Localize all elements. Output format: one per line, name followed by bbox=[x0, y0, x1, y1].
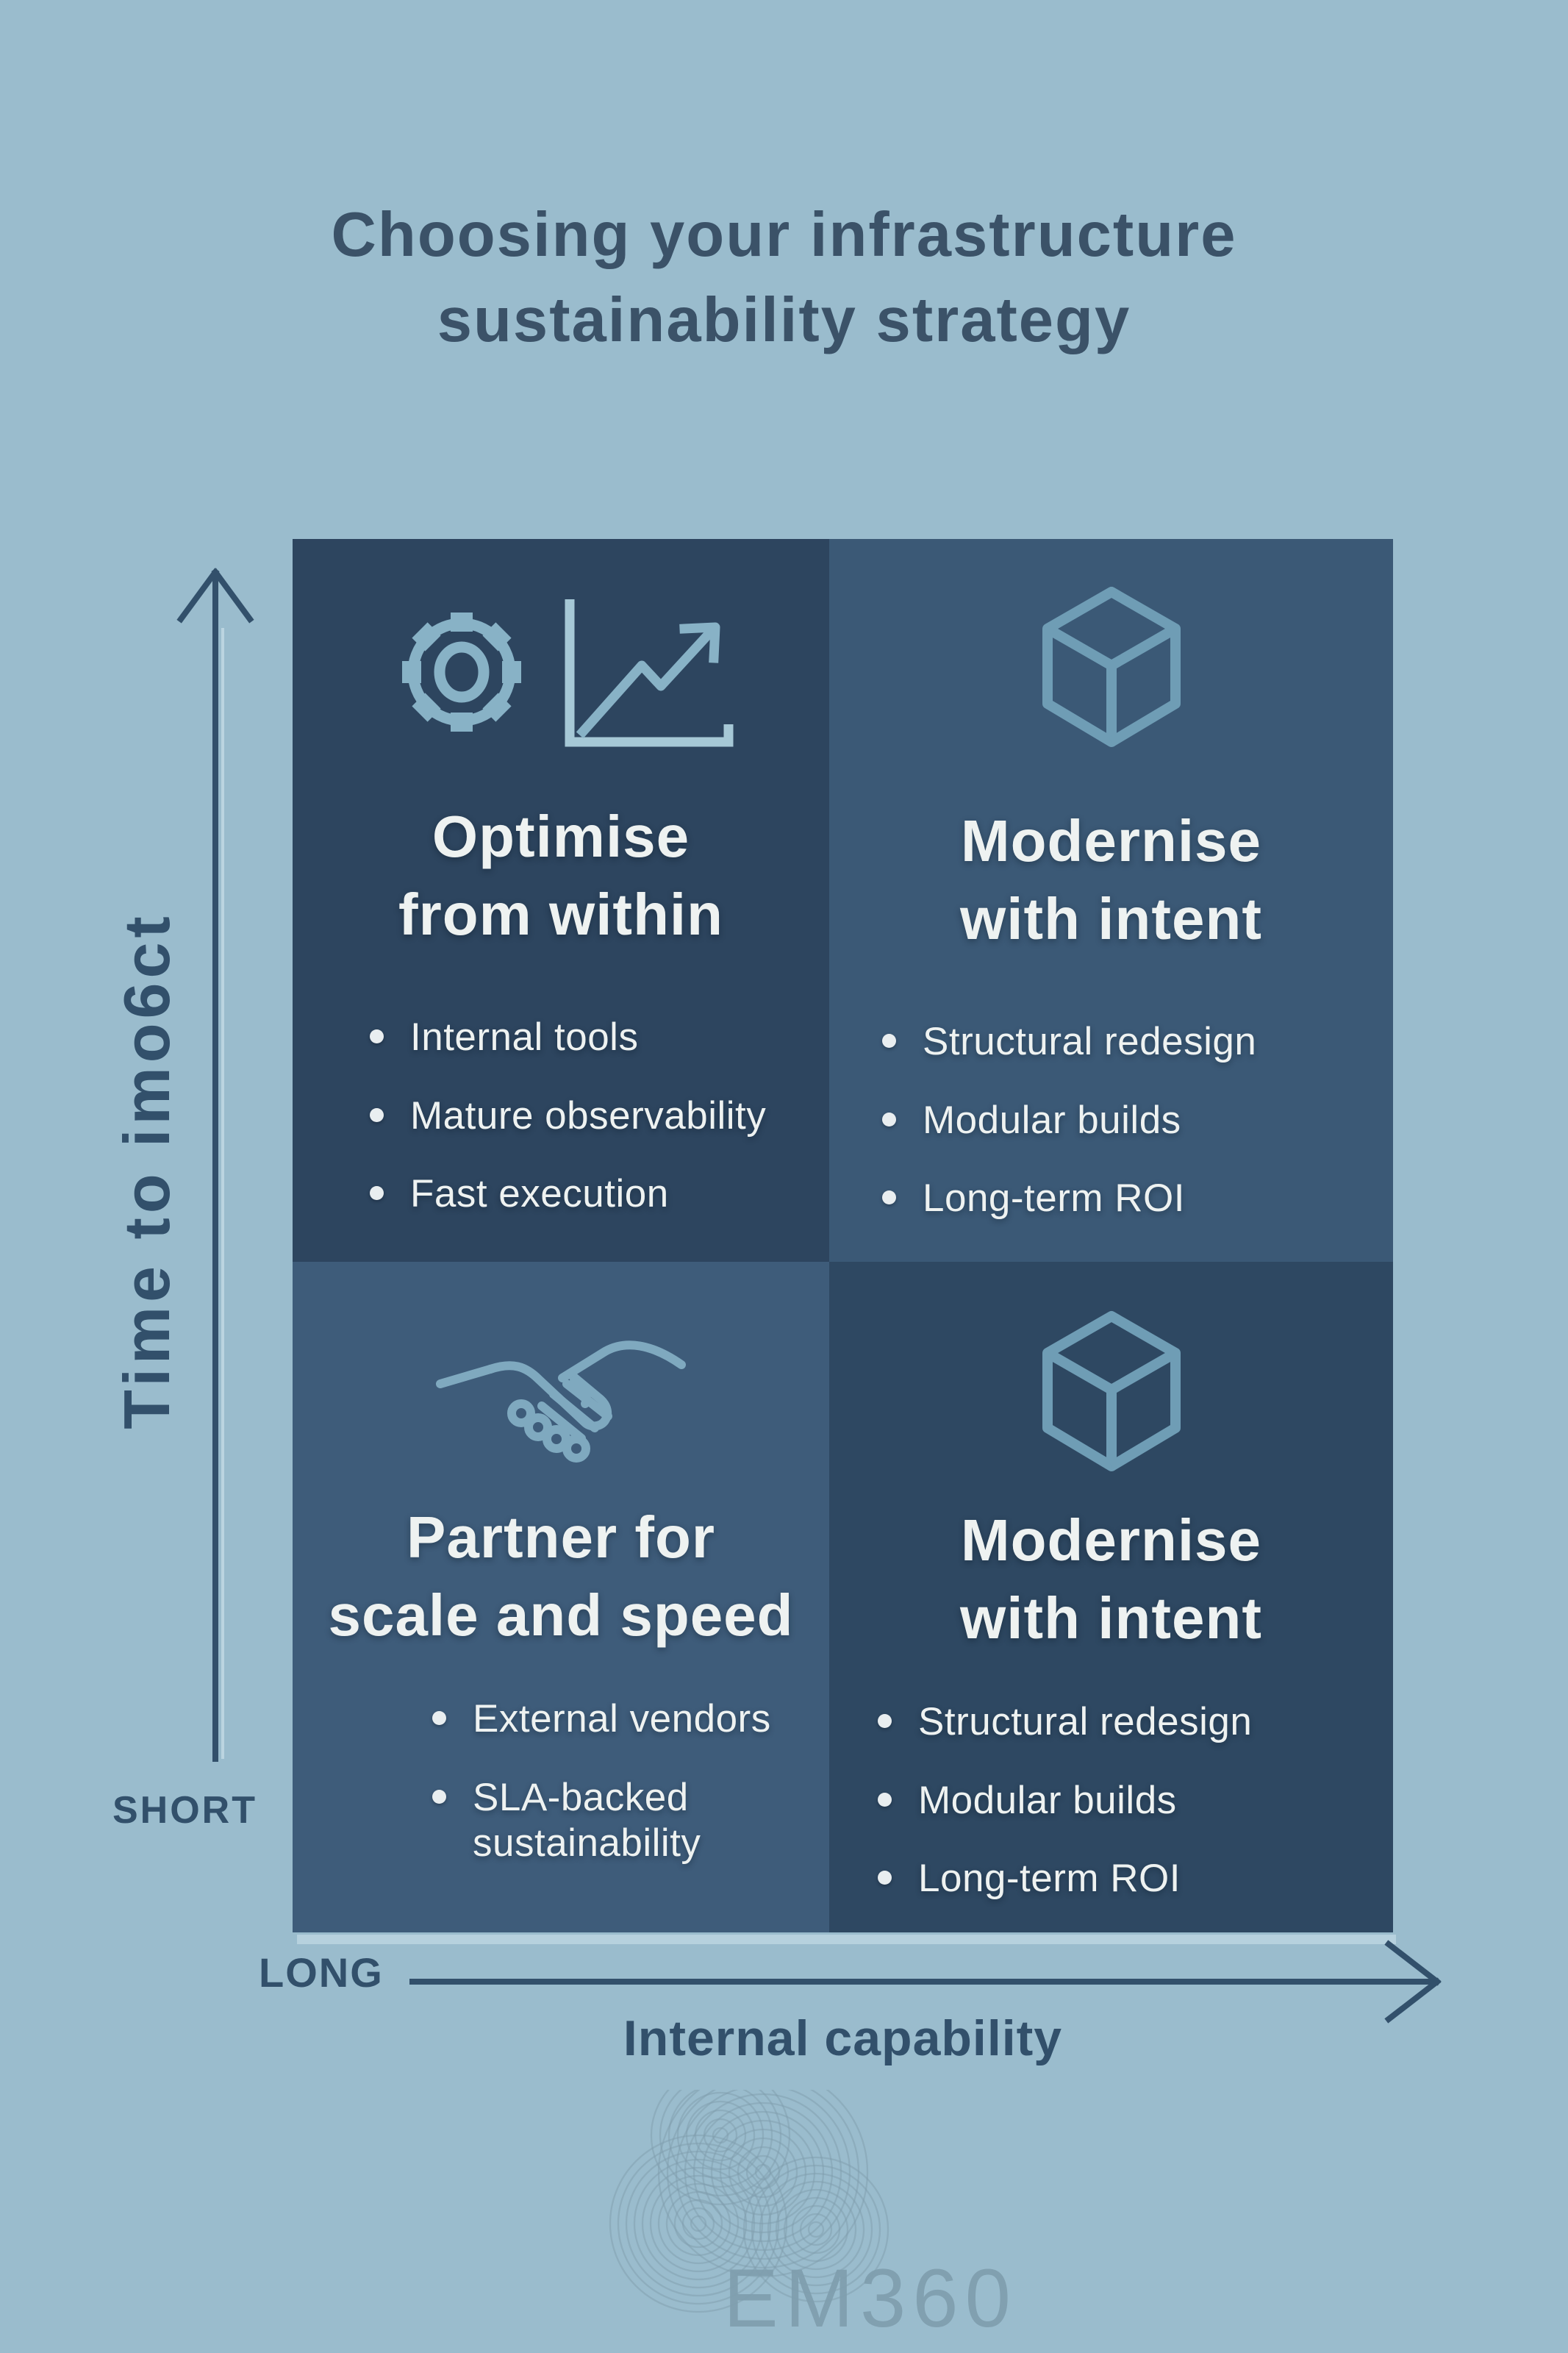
page-title-line-2: sustainability strategy bbox=[437, 285, 1131, 355]
bullet-item: Long-term ROI bbox=[878, 1856, 1393, 1902]
quadrant-icon-row bbox=[383, 590, 739, 754]
bullet-item: SLA-backed sustainability bbox=[432, 1775, 829, 1867]
bullet-dot-icon bbox=[370, 1107, 384, 1122]
quadrant-heading-line-2: from within bbox=[398, 881, 724, 947]
y-axis-short-label: SHORT bbox=[112, 1789, 257, 1832]
growth-chart-icon bbox=[565, 599, 734, 747]
bullet-item: Fast execution bbox=[370, 1171, 829, 1218]
bullet-dot-icon bbox=[370, 1029, 384, 1044]
quadrant-icon-row bbox=[436, 1316, 686, 1479]
page-title: Choosing your infrastructure sustainabil… bbox=[0, 193, 1568, 363]
bullet-list: Internal tools Mature observability Fast… bbox=[293, 1015, 829, 1250]
quadrant-heading: Optimise from within bbox=[398, 798, 723, 953]
quadrant-modernise-with-intent-top: Modernise with intent Structural redesig… bbox=[829, 539, 1393, 1262]
quadrant-icon-row bbox=[1028, 587, 1195, 758]
quadrant-heading-line-2: with intent bbox=[960, 885, 1262, 951]
bullet-label: External vendors bbox=[473, 1697, 771, 1741]
quadrant-optimise-from-within: Optimise from within Internal tools Matu… bbox=[293, 539, 829, 1262]
quadrant-heading-line-1: Modernise bbox=[960, 1507, 1262, 1573]
bullet-item: Structural redesign bbox=[878, 1699, 1393, 1746]
bullet-item: Modular builds bbox=[878, 1778, 1393, 1824]
bullet-dot-icon bbox=[432, 1789, 446, 1804]
x-axis-label: Internal capability bbox=[623, 2010, 1063, 2066]
quadrant-icon-row bbox=[1028, 1311, 1195, 1482]
bullet-label: SLA-backed sustainability bbox=[473, 1775, 701, 1865]
bullet-list: Structural redesign Modular builds Long-… bbox=[829, 1019, 1393, 1254]
bullet-item: Modular builds bbox=[882, 1098, 1393, 1144]
quadrant-heading-line-1: Modernise bbox=[960, 808, 1262, 874]
bullet-dot-icon bbox=[878, 1871, 892, 1885]
bullet-dot-icon bbox=[882, 1034, 896, 1049]
bullet-label: Structural redesign bbox=[923, 1020, 1257, 1064]
quadrant-grid: Optimise from within Internal tools Matu… bbox=[293, 539, 1396, 1944]
gear-icon bbox=[402, 613, 521, 732]
bullet-item: External vendors bbox=[432, 1696, 829, 1743]
y-axis-arrow bbox=[176, 568, 254, 1762]
bullet-item: Internal tools bbox=[370, 1015, 829, 1061]
quadrant-heading-line-1: Optimise bbox=[432, 804, 690, 869]
bullet-dot-icon bbox=[882, 1112, 896, 1126]
quadrant-heading-line-1: Partner for bbox=[407, 1504, 715, 1570]
bullet-dot-icon bbox=[878, 1714, 892, 1729]
quadrant-heading: Partner for scale and speed bbox=[328, 1499, 793, 1654]
cube-icon bbox=[1042, 1311, 1181, 1471]
x-axis-arrow bbox=[409, 1940, 1442, 2024]
bullet-label: Internal tools bbox=[410, 1015, 639, 1060]
quadrant-modernise-with-intent-bottom: Modernise with intent Structural redesig… bbox=[829, 1262, 1393, 1932]
bullet-dot-icon bbox=[370, 1186, 384, 1201]
bullet-label: Fast execution bbox=[410, 1172, 669, 1216]
bullet-label: Structural redesign bbox=[918, 1700, 1253, 1744]
em360-logo: EM360 bbox=[609, 2090, 1017, 2344]
bullet-label: Long-term ROI bbox=[923, 1176, 1186, 1221]
handshake-icon bbox=[436, 1340, 686, 1463]
bullet-label: Mature observability bbox=[410, 1093, 767, 1138]
x-axis-long-label: LONG bbox=[259, 1949, 384, 1996]
quadrant-heading-line-2: with intent bbox=[960, 1585, 1262, 1651]
bullet-list: Structural redesign Modular builds Long-… bbox=[829, 1699, 1393, 1932]
bullet-label: Long-term ROI bbox=[918, 1857, 1181, 1901]
bullet-list: External vendors SLA-backed sustainabili… bbox=[293, 1696, 829, 1899]
bullet-item: Mature observability bbox=[370, 1093, 829, 1140]
quadrant-partner-for-scale-and-speed: Partner for scale and speed External ven… bbox=[293, 1262, 829, 1932]
quadrant-heading: Modernise with intent bbox=[960, 1502, 1262, 1657]
quadrant-heading: Modernise with intent bbox=[960, 802, 1262, 957]
page-title-line-1: Choosing your infrastructure bbox=[331, 200, 1237, 270]
bullet-label: Modular builds bbox=[918, 1778, 1177, 1822]
bullet-dot-icon bbox=[882, 1190, 896, 1205]
bullet-dot-icon bbox=[878, 1792, 892, 1807]
bullet-dot-icon bbox=[432, 1711, 446, 1726]
bullet-item: Structural redesign bbox=[882, 1019, 1393, 1065]
bullet-label: Modular builds bbox=[923, 1098, 1181, 1142]
y-axis-label: Time to imo6ct bbox=[110, 912, 183, 1429]
quadrant-heading-line-2: scale and speed bbox=[328, 1582, 794, 1648]
bullet-item: Long-term ROI bbox=[882, 1176, 1393, 1222]
cube-icon bbox=[1042, 587, 1181, 747]
em360-logo-text: EM360 bbox=[723, 2252, 1017, 2344]
em360-spiral-icon bbox=[609, 2090, 889, 2313]
